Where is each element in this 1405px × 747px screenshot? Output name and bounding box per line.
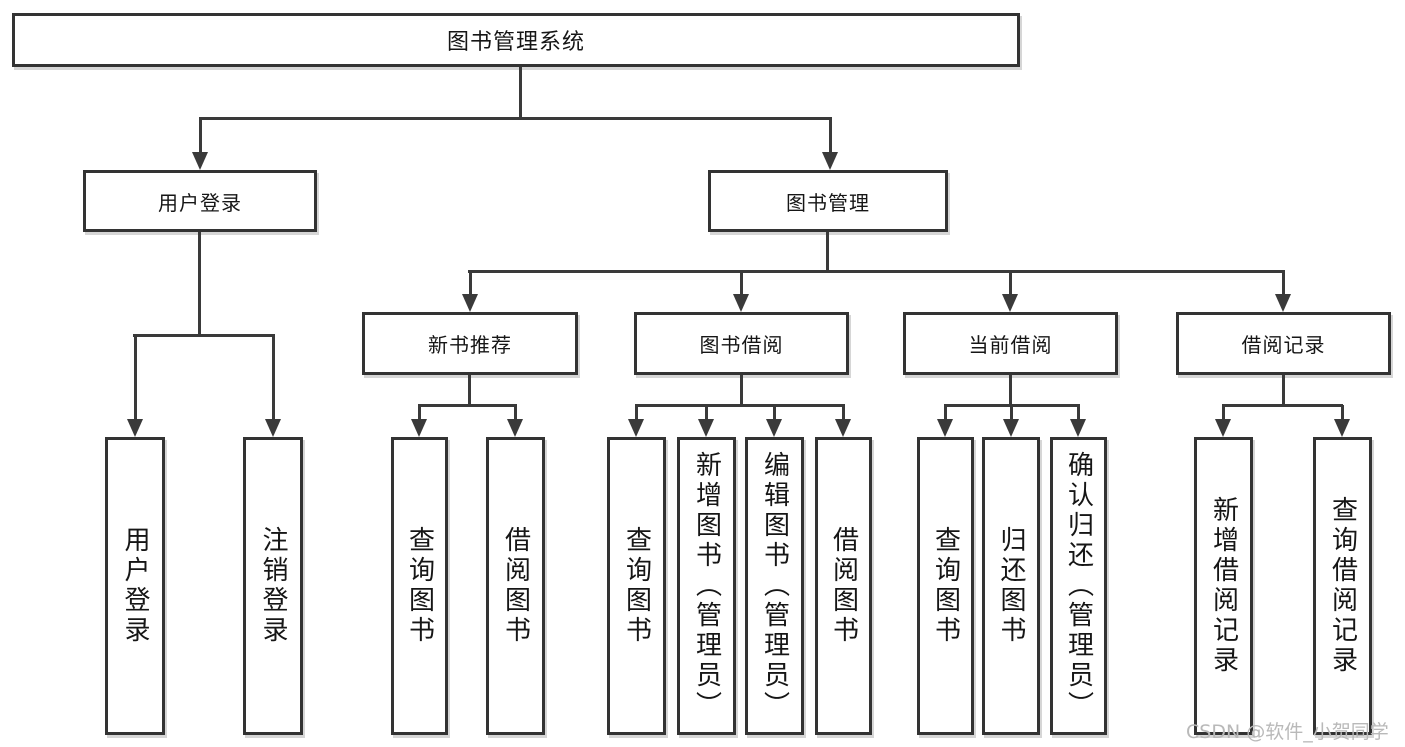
arrow-down-icon <box>835 405 851 437</box>
arrow-down-icon <box>1275 271 1291 312</box>
arrow-down-icon <box>1334 405 1350 437</box>
leaf-logout: 注销登录 <box>243 437 303 735</box>
connector-line <box>468 375 471 406</box>
arrow-down-icon <box>265 335 281 437</box>
connector-line <box>199 117 832 120</box>
leaf-borrow-books-recommend: 借阅图书 <box>486 437 545 735</box>
connector-line <box>635 404 845 407</box>
connector-line <box>1282 375 1285 406</box>
arrow-down-icon <box>733 271 749 312</box>
arrow-down-icon <box>192 118 208 170</box>
node-current-borrow: 当前借阅 <box>903 312 1118 375</box>
leaf-add-borrow-record: 新增借阅记录 <box>1194 437 1253 735</box>
leaf-return-books: 归还图书 <box>982 437 1040 735</box>
connector-line <box>468 270 1285 273</box>
connector-line <box>198 232 201 336</box>
watermark: CSDN @软件_小贺同学 <box>1186 721 1389 743</box>
leaf-query-books-recommend: 查询图书 <box>391 437 448 735</box>
leaf-confirm-return-admin: 确认归还（管理员） <box>1050 437 1107 735</box>
connector-line <box>519 67 522 118</box>
arrow-down-icon <box>766 405 782 437</box>
leaf-add-books-admin: 新增图书（管理员） <box>677 437 736 735</box>
node-new-book-recommend: 新书推荐 <box>362 312 578 375</box>
node-library-management-system: 图书管理系统 <box>12 13 1020 67</box>
leaf-query-books-borrow: 查询图书 <box>607 437 666 735</box>
arrow-down-icon <box>1215 405 1231 437</box>
arrow-down-icon <box>698 405 714 437</box>
arrow-down-icon <box>411 405 427 437</box>
node-borrow-records: 借阅记录 <box>1176 312 1391 375</box>
arrow-down-icon <box>507 405 523 437</box>
leaf-query-books-current: 查询图书 <box>917 437 974 735</box>
node-book-management: 图书管理 <box>708 170 948 232</box>
node-book-borrow: 图书借阅 <box>634 312 849 375</box>
arrow-down-icon <box>628 405 644 437</box>
arrow-down-icon <box>1070 405 1086 437</box>
connector-line <box>1009 375 1012 406</box>
arrow-down-icon <box>937 405 953 437</box>
arrow-down-icon <box>822 118 838 170</box>
leaf-borrow-books: 借阅图书 <box>815 437 872 735</box>
leaf-query-borrow-record: 查询借阅记录 <box>1313 437 1372 735</box>
connector-line <box>1222 404 1343 407</box>
connector-line <box>740 375 743 406</box>
node-user-login: 用户登录 <box>83 170 317 232</box>
arrow-down-icon <box>127 335 143 437</box>
arrow-down-icon <box>1002 271 1018 312</box>
connector-line <box>826 232 829 272</box>
leaf-edit-books-admin: 编辑图书（管理员） <box>745 437 804 735</box>
leaf-user-login: 用户登录 <box>105 437 165 735</box>
connector-line <box>133 334 275 337</box>
arrow-down-icon <box>1003 405 1019 437</box>
arrow-down-icon <box>462 271 478 312</box>
connector-line <box>418 404 517 407</box>
